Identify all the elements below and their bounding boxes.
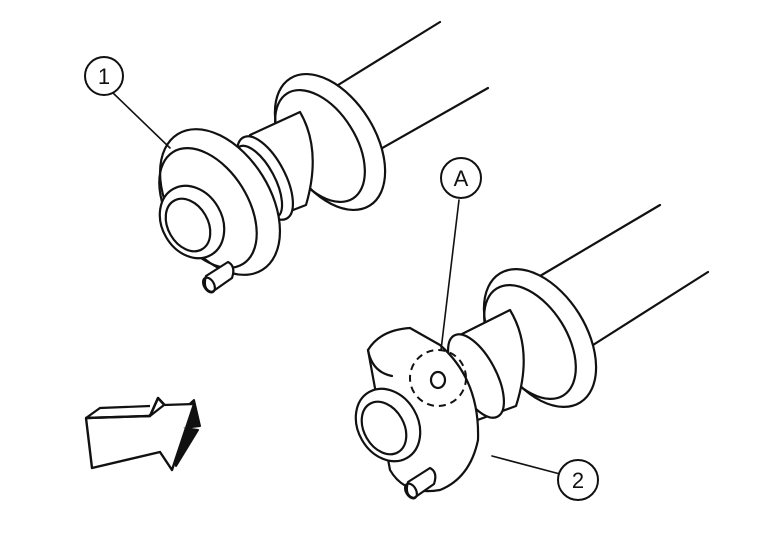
lower-grease-nipple — [405, 466, 437, 500]
callout-a-leader — [440, 199, 460, 351]
callout-a: A — [440, 157, 482, 351]
lower-shaft-tube-edge-bottom — [580, 270, 710, 354]
callout-1-leader — [111, 91, 171, 149]
arrow-shaft-top — [85, 404, 151, 419]
callout-2: 2 — [491, 455, 599, 501]
callout-a-circle — [440, 157, 482, 199]
lower-shaft-assembly — [354, 203, 710, 500]
callout-2-label: 2 — [572, 468, 584, 493]
lower-housing-edge — [366, 348, 394, 378]
lower-grease-nipple-tip — [404, 482, 418, 500]
upper-shaft-tube-edge-top — [328, 20, 442, 92]
arrow-head-top — [149, 402, 196, 429]
lower-shaft-tube-edge-top — [538, 203, 662, 278]
upper-inner-sleeve-bore — [164, 197, 212, 253]
upper-grease-nipple — [203, 260, 235, 294]
callout-1-circle — [84, 56, 124, 96]
upper-grease-nipple-tip — [202, 276, 216, 294]
upper-shaft-tube-edge-bottom — [368, 86, 490, 157]
detail-a-dashed-circle — [409, 349, 467, 407]
callout-2-leader — [491, 455, 561, 475]
upper-shaft-assembly — [158, 20, 490, 294]
lower-inner-sleeve-bore — [360, 400, 408, 456]
callout-1: 1 — [84, 56, 171, 149]
front-direction-arrow-icon — [84, 396, 201, 472]
callout-1-label: 1 — [98, 64, 110, 89]
detail-a-hole — [429, 370, 447, 390]
callout-2-circle — [557, 459, 599, 501]
callout-a-label: A — [454, 166, 469, 191]
